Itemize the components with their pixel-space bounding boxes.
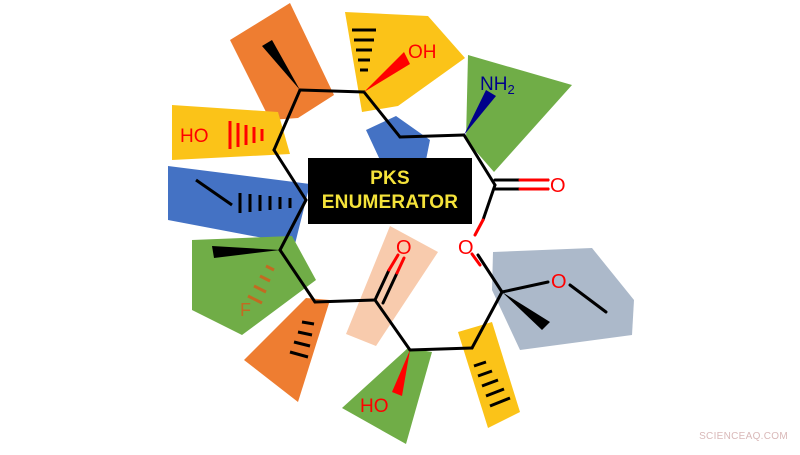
hashed-bond-ho-left (228, 121, 264, 149)
label-ho-bottom: HO (360, 396, 389, 417)
hashed-bond-fluoro (247, 264, 275, 305)
hashed-bond-top (352, 28, 376, 72)
label-carbonyl-o: O (550, 175, 566, 197)
ring-backbone (272, 88, 504, 352)
gold-field-bottom (458, 322, 520, 428)
label-ho-left: HO (180, 126, 209, 147)
label-ring-o: O (458, 237, 474, 259)
wedge-methyl-right (502, 292, 550, 330)
label-ketone-o: O (396, 237, 412, 259)
ethyl-bond (195, 178, 233, 207)
ester-bonds (373, 178, 608, 314)
label-oh-top: OH (408, 42, 437, 63)
blue-field-small (366, 116, 430, 170)
wedge-oh-bottom (392, 350, 410, 396)
green-field-nh2 (466, 55, 572, 172)
title-box: PKS ENUMERATOR (308, 158, 472, 224)
title-line-2: ENUMERATOR (321, 192, 459, 213)
hashed-bond-bottom-right (473, 360, 511, 408)
slate-field (492, 248, 634, 350)
green-field-left (192, 236, 316, 335)
wedge-methyl-top (262, 40, 300, 90)
wedge-nh2 (464, 90, 496, 135)
title-line-1: PKS (370, 168, 410, 189)
hashed-bond-ethyl (238, 193, 292, 213)
label-f: F (240, 300, 251, 320)
watermark: SCIENCEAQ.COM (699, 431, 788, 442)
hashed-bond-bottom-left (289, 320, 315, 359)
green-field-bottom (342, 348, 432, 444)
wedge-methyl-left (212, 246, 280, 258)
wedge-oh-top (364, 52, 410, 92)
label-methoxy-o: O (551, 271, 567, 293)
label-nh2: NH2 (480, 74, 515, 97)
